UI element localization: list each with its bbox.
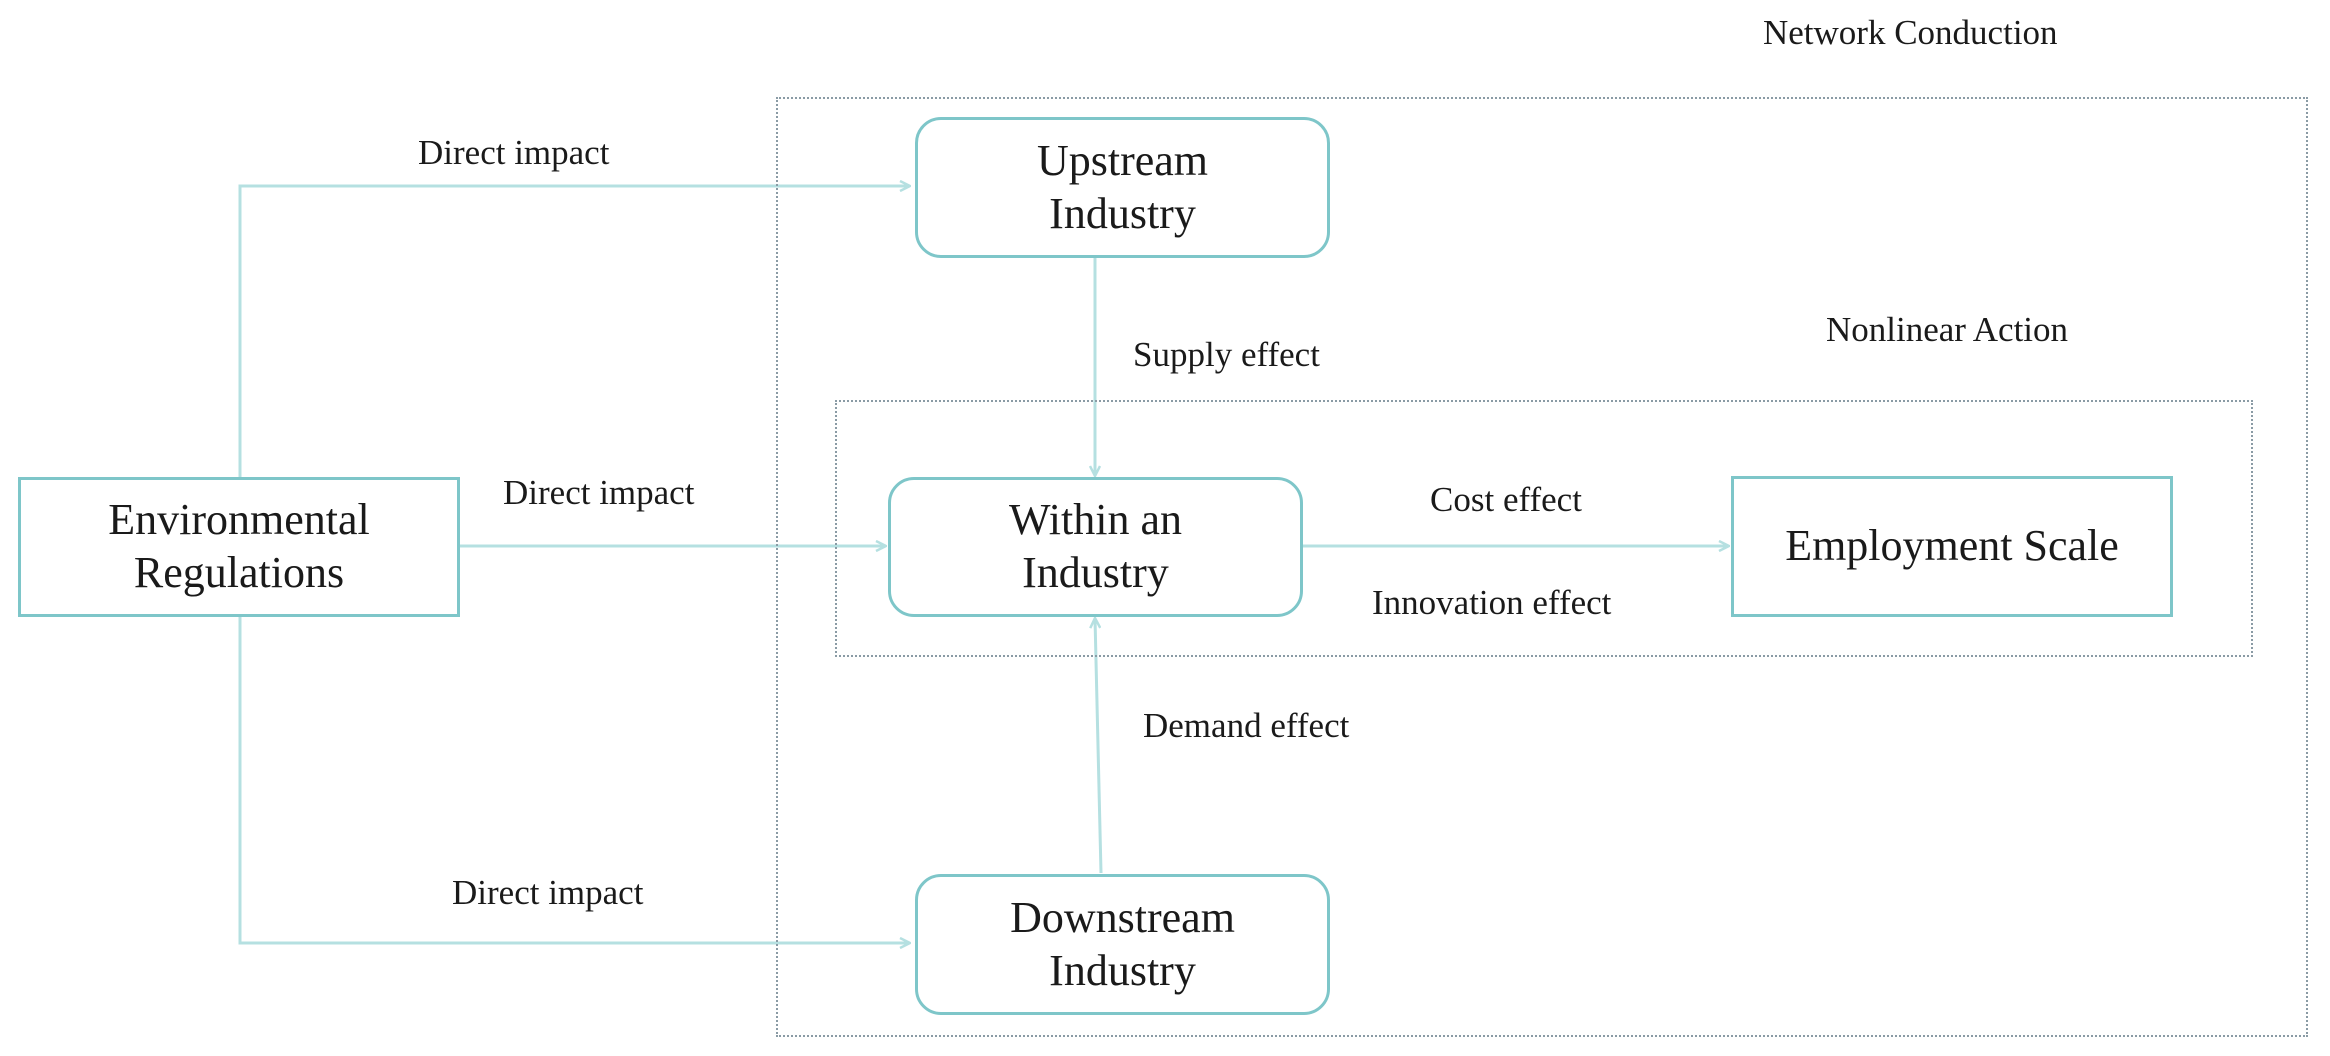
- direct-impact-upstream-label: Direct impact: [418, 133, 610, 172]
- innovation-effect-label: Innovation effect: [1372, 583, 1612, 622]
- within-industry-node: Within an Industry: [888, 477, 1303, 617]
- demand-effect-label: Demand effect: [1143, 706, 1350, 745]
- direct-impact-within-label: Direct impact: [503, 473, 695, 512]
- nonlinear-action-frame: [835, 400, 2253, 657]
- cost-effect-label: Cost effect: [1430, 480, 1582, 519]
- environmental-regulations-node: Environmental Regulations: [18, 477, 460, 617]
- arrow-direct-impact-upstream: [238, 186, 910, 478]
- upstream-industry-node: Upstream Industry: [915, 117, 1330, 258]
- downstream-industry-node: Downstream Industry: [915, 874, 1330, 1015]
- network-conduction-label: Network Conduction: [1763, 13, 2058, 52]
- direct-impact-downstream-label: Direct impact: [452, 873, 644, 912]
- arrow-demand-effect: [1095, 618, 1103, 874]
- supply-effect-label: Supply effect: [1133, 335, 1320, 374]
- network-conduction-frame: [776, 97, 2308, 1037]
- nonlinear-action-label: Nonlinear Action: [1826, 310, 2069, 349]
- employment-scale-node: Employment Scale: [1731, 476, 2173, 617]
- arrow-direct-impact-downstream: [238, 616, 910, 943]
